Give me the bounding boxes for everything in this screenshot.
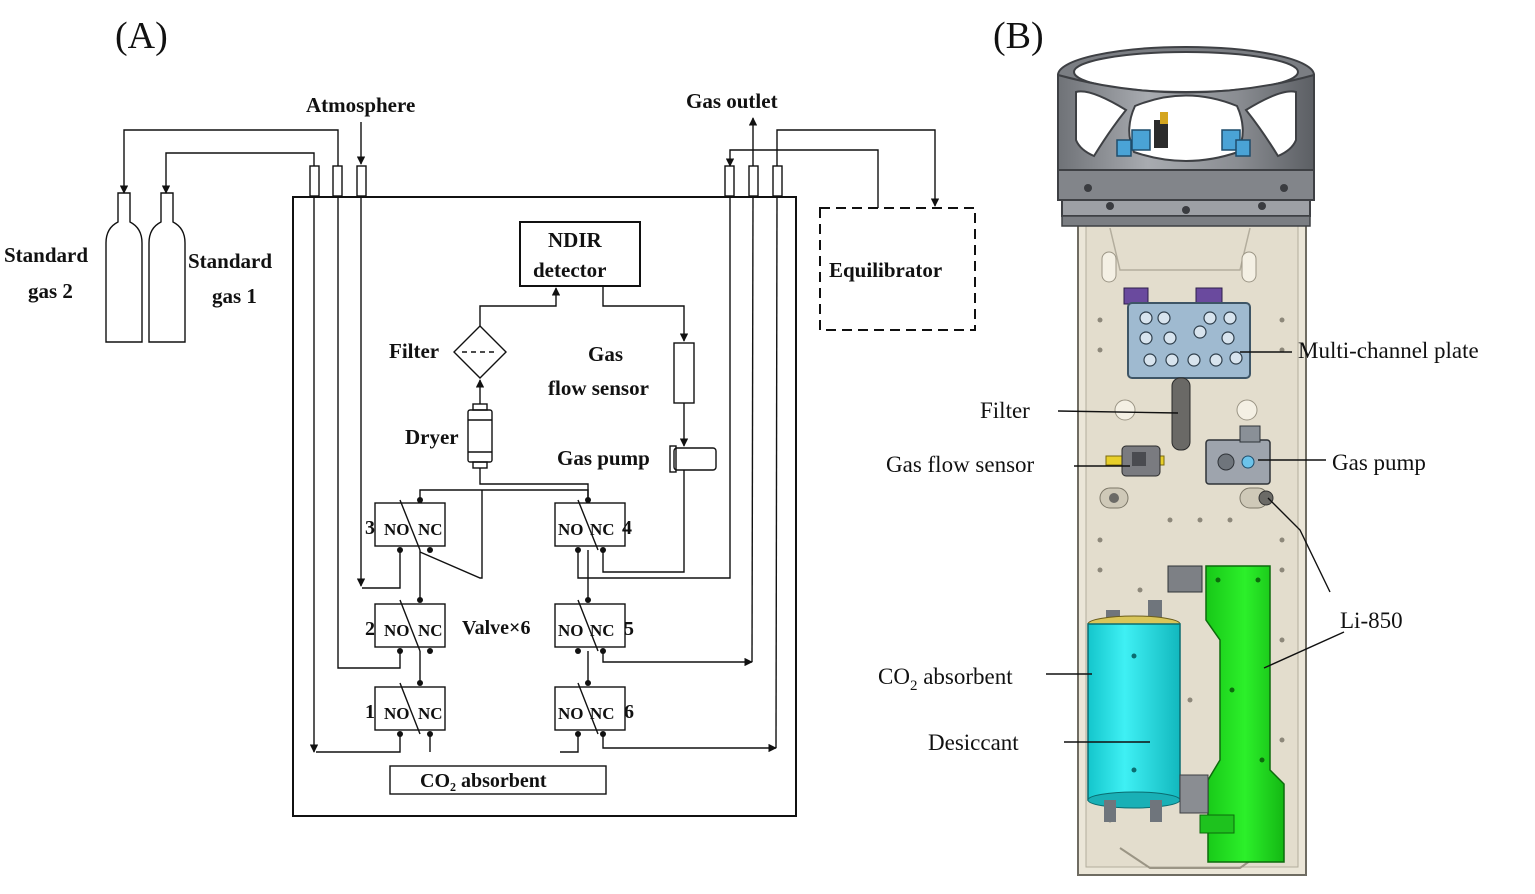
gas-pump-label: Gas pump xyxy=(557,446,650,470)
leader-filter xyxy=(1057,410,1179,414)
valve-6: NO NC 6 xyxy=(554,682,634,735)
svg-text:NC: NC xyxy=(590,621,615,640)
svg-text:NO: NO xyxy=(384,520,410,539)
gas-pump-render xyxy=(1205,425,1271,485)
valve-2: NO NC 2 xyxy=(365,599,446,652)
valve-number-3: 3 xyxy=(365,517,375,539)
standard-gas-1-label-l1: Standard xyxy=(188,249,272,273)
valve-number-2: 2 xyxy=(365,618,375,640)
gas-cylinder-1 xyxy=(148,192,186,343)
standard-gas-2-label-l1: Standard xyxy=(4,243,88,267)
dryer-label: Dryer xyxy=(405,425,459,449)
equilibrator-label: Equilibrator xyxy=(829,258,942,282)
co2-absorbent-label: CO₂ absorbent xyxy=(420,770,547,792)
line-gas1 xyxy=(161,152,315,194)
valve-number-4: 4 xyxy=(622,517,632,539)
filter-label: Filter xyxy=(389,339,439,363)
svg-text:NO: NO xyxy=(558,520,584,539)
equilibrator-box xyxy=(819,207,976,331)
line-ndir-to-flow xyxy=(602,286,689,342)
internal-tubing xyxy=(309,195,778,753)
filter-symbol xyxy=(453,325,507,379)
co2-absorbent-box xyxy=(389,765,607,795)
ndir-label-l2: detector xyxy=(533,258,606,282)
atmosphere-label: Atmosphere xyxy=(306,93,415,117)
svg-text:NC: NC xyxy=(590,704,615,723)
li850-render xyxy=(1167,565,1285,863)
li850-label: Li-850 xyxy=(1340,608,1403,633)
instrument-box xyxy=(292,196,797,817)
valve-count-label: Valve×6 xyxy=(462,617,530,639)
leader-li850-lower xyxy=(1263,631,1345,669)
panel-b-label: (B) xyxy=(993,15,1044,57)
line-to-equilibrator xyxy=(776,129,940,207)
gas-pump-label-b: Gas pump xyxy=(1332,450,1426,475)
gas-cylinder-2 xyxy=(105,192,143,343)
valve-number-6: 6 xyxy=(624,701,634,723)
svg-text:NO: NO xyxy=(384,621,410,640)
top-housing-render xyxy=(1057,46,1315,227)
line-from-equilibrator xyxy=(725,149,879,208)
svg-text:NO: NO xyxy=(558,621,584,640)
co2-absorbent-label-b: CO2 absorbent xyxy=(878,664,1013,694)
desiccant-label: Desiccant xyxy=(928,730,1019,755)
valve-3: NO NC 3 xyxy=(365,499,446,551)
gas-flow-sensor-label-l2: flow sensor xyxy=(548,376,649,400)
svg-text:NC: NC xyxy=(418,520,443,539)
valve-number-1: 1 xyxy=(365,701,375,723)
ndir-label-l1: NDIR xyxy=(548,228,603,252)
svg-text:NC: NC xyxy=(418,621,443,640)
gas-flow-sensor-label-l1: Gas xyxy=(588,342,623,366)
svg-text:NC: NC xyxy=(418,704,443,723)
leader-li850-upper xyxy=(1267,497,1331,593)
gas-flow-sensor-label-b: Gas flow sensor xyxy=(886,452,1035,477)
panel-b: (B) xyxy=(878,15,1479,876)
valve-4: NO NC 4 xyxy=(554,499,632,551)
gas-flow-sensor-box xyxy=(673,342,695,404)
valve-number-5: 5 xyxy=(624,618,634,640)
multi-channel-plate-render xyxy=(1123,287,1251,451)
valve-1: NO NC 1 xyxy=(365,682,446,735)
gas-flow-sensor-render xyxy=(1105,445,1165,477)
ndir-detector-box xyxy=(519,221,641,287)
line-filter-to-ndir xyxy=(479,287,561,326)
panel-a-label: (A) xyxy=(115,15,168,57)
svg-text:NO: NO xyxy=(384,704,410,723)
gas-pump-symbol xyxy=(669,445,717,473)
svg-text:NO: NO xyxy=(558,704,584,723)
dryer-symbol xyxy=(467,403,493,469)
top-port-fittings xyxy=(309,165,783,197)
panel-a: (A) Standard gas 2 Standard gas 1 Atmosp… xyxy=(4,15,976,817)
standard-gas-2-label-l2: gas 2 xyxy=(28,279,73,303)
standard-gas-1-label-l2: gas 1 xyxy=(212,284,257,308)
co2-absorbent-canister-render xyxy=(1087,600,1181,822)
line-gas2 xyxy=(119,129,339,194)
svg-text:NC: NC xyxy=(590,520,615,539)
valve-5: NO NC 5 xyxy=(554,599,634,652)
gas-outlet-label: Gas outlet xyxy=(686,89,778,113)
multi-channel-plate-label: Multi-channel plate xyxy=(1298,338,1479,363)
filter-label-b: Filter xyxy=(980,398,1030,423)
